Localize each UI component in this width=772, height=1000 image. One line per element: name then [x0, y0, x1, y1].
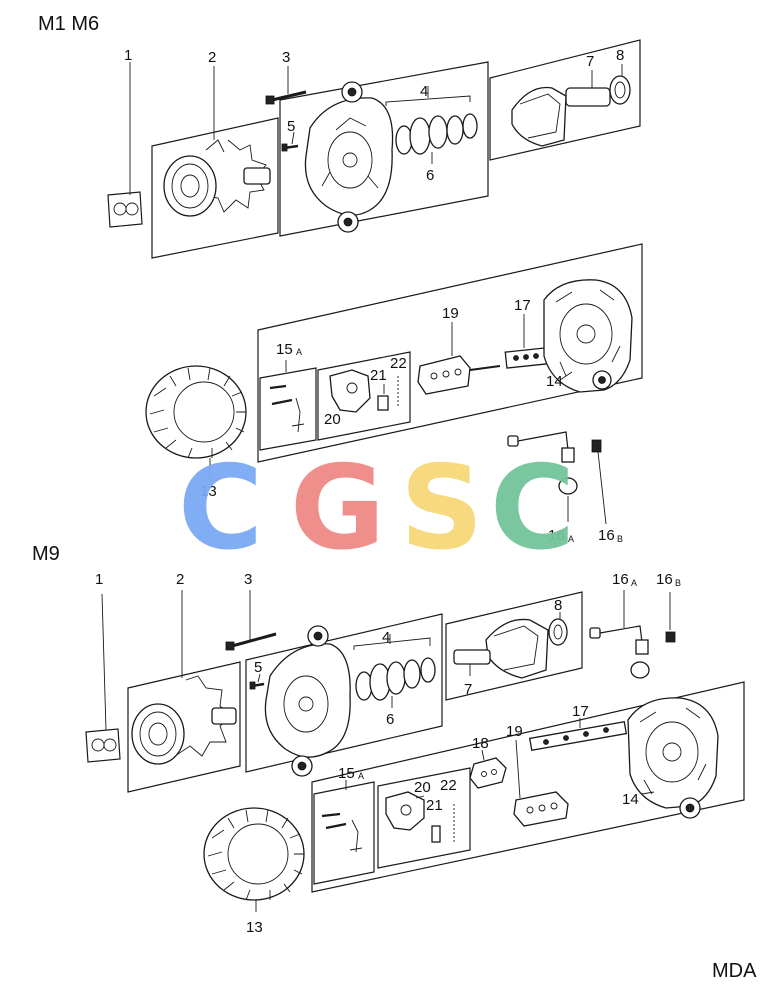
part-3-through-bolt	[225, 590, 277, 651]
callout-bottom-22: 22	[440, 777, 457, 794]
callout-top-3: 3	[282, 49, 290, 66]
callout-bottom-19: 19	[506, 723, 523, 740]
callout-bottom-20: 20	[414, 779, 431, 796]
part-16a-harness	[507, 431, 578, 522]
part-5-screw	[281, 131, 299, 152]
callout-top-1: 1	[124, 47, 132, 64]
rotor-panel	[489, 39, 641, 161]
part-14-rear-housing	[543, 279, 633, 393]
part-19-rectifier	[417, 322, 501, 395]
callout-top-7: 7	[586, 53, 594, 70]
callout-bottom-2: 2	[176, 571, 184, 588]
part-2-pulley-fan	[151, 66, 279, 259]
part-2-pulley-fan	[127, 590, 241, 793]
part-1-nut-washer	[107, 62, 143, 228]
callout-top-14: 14	[546, 373, 563, 390]
part-18-diode-plate	[469, 749, 507, 789]
part-15a-regulator-panel	[313, 780, 375, 885]
callout-bottom-21: 21	[426, 797, 443, 814]
section-title-bottom: M9	[32, 543, 60, 565]
rotor-panel	[445, 591, 583, 701]
callout-top-5: 5	[287, 118, 295, 135]
callout-bottom-15: 15	[338, 765, 355, 782]
callout-bottom-16a-suffix: A	[631, 578, 637, 588]
callout-top-16a-suffix: A	[568, 534, 574, 544]
callout-top-16b: 16	[598, 527, 615, 544]
part-1-nut-washer	[85, 593, 121, 763]
callout-top-16b-suffix: B	[617, 534, 623, 544]
callout-bottom-16b: 16	[656, 571, 673, 588]
callout-top-20: 20	[324, 411, 341, 428]
part-17-terminal-strip	[528, 718, 628, 751]
front-housing-panel	[279, 61, 489, 237]
part-13-stator	[145, 365, 247, 478]
watermark-letter-c2: C	[490, 441, 575, 576]
callout-bottom-3: 3	[244, 571, 252, 588]
part-14-rear-housing	[627, 697, 719, 819]
part-4-bearing-assembly	[385, 86, 478, 155]
callout-bottom-13: 13	[246, 919, 263, 936]
watermark-letter-g: G	[290, 441, 385, 576]
part-13-stator	[203, 807, 305, 912]
callout-bottom-18: 18	[472, 735, 489, 752]
rear-assembly-panel	[311, 681, 745, 893]
part-16b-nut	[665, 592, 676, 643]
section-title-top: M1 M6	[38, 13, 99, 35]
part-20-brush-holder-panel	[317, 351, 411, 441]
callout-top-19: 19	[442, 305, 459, 322]
rear-assembly-panel	[257, 243, 643, 463]
callout-bottom-17: 17	[572, 703, 589, 720]
front-housing-panel	[245, 613, 443, 777]
callout-bottom-14: 14	[622, 791, 639, 808]
callout-top-6: 6	[426, 167, 434, 184]
part-20-brush-holder-panel	[377, 767, 471, 869]
callout-bottom-4: 4	[382, 629, 390, 646]
watermark-letter-s: S	[400, 441, 484, 576]
part-3-through-bolt	[265, 66, 307, 105]
watermark-logo: C G S C	[178, 441, 575, 576]
footer-code: MDA	[712, 960, 757, 982]
callout-bottom-8: 8	[554, 597, 562, 614]
top-assembly: 1 2 3	[107, 39, 643, 544]
bottom-assembly: 1 2 3	[85, 571, 745, 936]
part-16b-nut	[591, 439, 607, 525]
callout-top-16a: 16	[548, 527, 565, 544]
callout-top-2: 2	[208, 49, 216, 66]
part-15a-regulator-panel	[259, 360, 317, 451]
callout-top-21: 21	[370, 367, 387, 384]
callout-top-8: 8	[616, 47, 624, 64]
callout-bottom-16a: 16	[612, 571, 629, 588]
part-16a-harness	[589, 590, 650, 679]
callout-bottom-15-suffix: A	[358, 771, 364, 781]
callout-bottom-7: 7	[464, 681, 472, 698]
callout-top-22: 22	[390, 355, 407, 372]
callout-top-13: 13	[200, 483, 217, 500]
callout-top-17: 17	[514, 297, 531, 314]
callout-top-15-suffix: A	[296, 347, 302, 357]
callout-bottom-6: 6	[386, 711, 394, 728]
callout-bottom-1: 1	[95, 571, 103, 588]
part-4-bearing-assembly	[353, 634, 436, 701]
part-19-rectifier	[513, 739, 569, 827]
part-17-terminal-strip	[504, 314, 548, 369]
callout-top-4: 4	[420, 83, 428, 100]
part-5-screw	[249, 673, 265, 690]
watermark-letter-c1: C	[178, 441, 263, 576]
fan-blades	[204, 139, 267, 213]
callout-bottom-5: 5	[254, 659, 262, 676]
callout-bottom-16b-suffix: B	[675, 578, 681, 588]
callout-top-15: 15	[276, 341, 293, 358]
